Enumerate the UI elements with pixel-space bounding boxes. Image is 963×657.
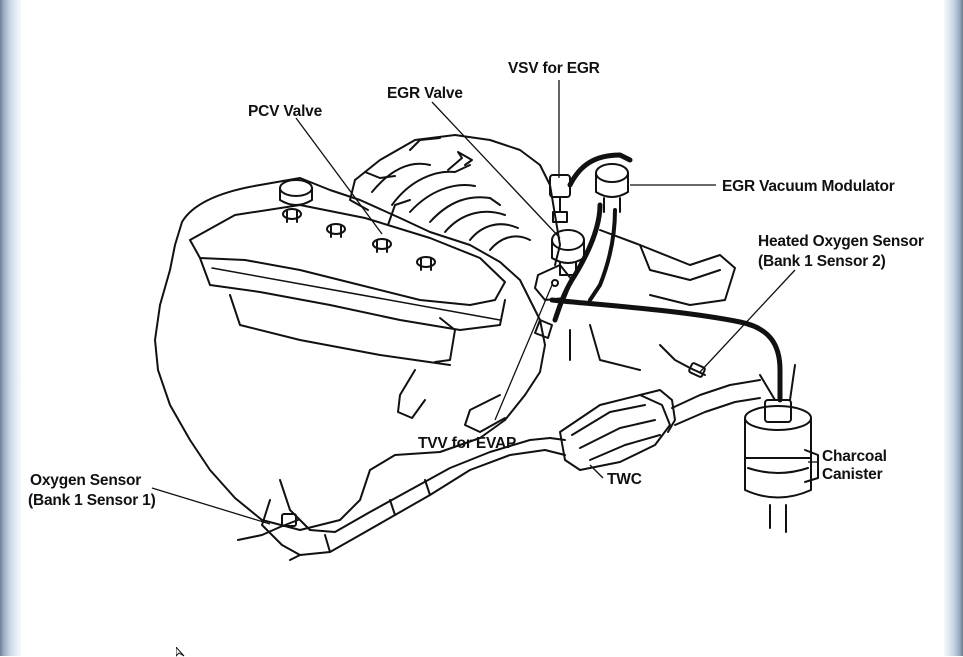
label-vsv-for-egr: VSV for EGR: [508, 60, 600, 77]
charcoal-canister-body: [744, 364, 819, 533]
label-heated-oxygen-sensor-bank: (Bank 1 Sensor 2): [758, 253, 886, 270]
engine-block: [154, 177, 546, 531]
label-oxygen-sensor-bank: (Bank 1 Sensor 1): [28, 492, 156, 509]
leader-heated-o2: [699, 269, 796, 373]
leader-pcv-valve: [295, 117, 383, 235]
label-heated-oxygen-sensor: Heated Oxygen Sensor: [758, 233, 924, 250]
exhaust-manifold: [261, 449, 546, 556]
label-pcv-valve: PCV Valve: [248, 103, 323, 120]
arrow-cursor-icon: [176, 647, 185, 657]
cam-cover: [189, 204, 506, 306]
spark-plug-row: [282, 208, 436, 271]
tvv-body: [534, 264, 573, 339]
label-tvv-for-evap: TVV for EVAP: [418, 435, 517, 452]
vacuum-modulator-body: [595, 163, 629, 213]
intake-manifold: [354, 134, 561, 266]
twc-body: [559, 389, 676, 471]
window-frame-right: [944, 0, 963, 656]
label-egr-valve: EGR Valve: [387, 85, 463, 102]
label-canister: Canister: [822, 466, 883, 483]
label-oxygen-sensor: Oxygen Sensor: [30, 472, 142, 489]
oxygen-sensor-body: [237, 513, 299, 541]
heated-o2-sensor: [659, 344, 706, 378]
leader-o2-sensor: [151, 487, 271, 525]
window-frame-left: [0, 0, 21, 656]
leader-twc: [589, 464, 604, 479]
leader-egr-valve: [431, 101, 561, 239]
leader-tvv-evap: [494, 284, 553, 421]
label-charcoal: Charcoal: [822, 448, 887, 465]
label-egr-vacuum-modulator: EGR Vacuum Modulator: [722, 178, 895, 195]
label-twc: TWC: [607, 471, 642, 488]
